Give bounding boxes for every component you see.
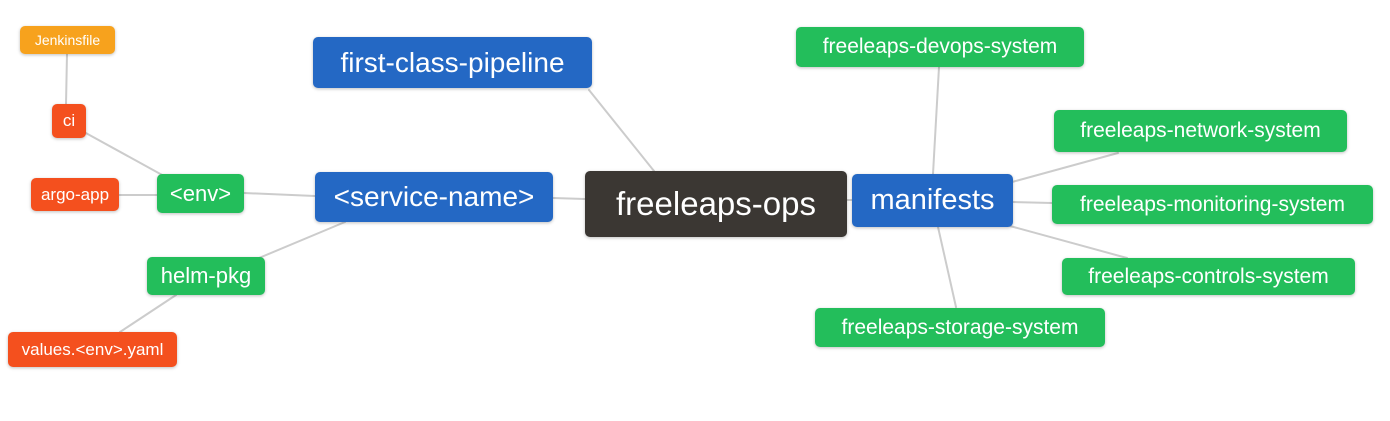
node-label: argo-app [40,184,110,204]
edge-pipeline-ops [588,89,655,172]
node-label: <service-name> [333,181,535,212]
node-env[interactable]: <env> [157,174,244,213]
node-first-class-pipeline[interactable]: first-class-pipeline [313,37,592,88]
edge-ci-env [83,131,165,177]
node-label: freeleaps-ops [616,185,816,222]
node-values-env-yaml[interactable]: values.<env>.yaml [8,332,177,367]
node-freeleaps-network-system[interactable]: freeleaps-network-system [1054,110,1347,152]
edge-helm-pkg-values [119,294,177,333]
node-label: manifests [870,184,995,216]
node-freeleaps-storage-system[interactable]: freeleaps-storage-system [815,308,1105,347]
edge-service-name-helm-pkg [258,221,346,259]
edge-manifests-monitoring [1012,201,1053,204]
edge-manifests-devops [932,66,940,175]
edge-manifests-storage [937,226,957,308]
node-label: freeleaps-devops-system [822,35,1058,58]
node-label: values.<env>.yaml [21,339,164,359]
node-freeleaps-ops[interactable]: freeleaps-ops [585,171,847,237]
node-manifests[interactable]: manifests [852,174,1013,227]
edge-jenkinsfile-ci [65,53,68,105]
node-label: <env> [169,180,232,206]
node-label: freeleaps-controls-system [1088,264,1329,288]
node-label: freeleaps-monitoring-system [1080,192,1345,216]
node-freeleaps-devops-system[interactable]: freeleaps-devops-system [796,27,1084,67]
node-label: Jenkinsfile [34,32,101,48]
node-freeleaps-controls-system[interactable]: freeleaps-controls-system [1062,258,1355,295]
node-argo-app[interactable]: argo-app [31,178,119,211]
edge-service-name-ops [552,197,586,200]
edge-env-service-name [243,192,316,197]
node-ci[interactable]: ci [52,104,86,138]
edge-manifests-network [1011,152,1119,183]
node-label: freeleaps-network-system [1080,119,1321,142]
node-label: freeleaps-storage-system [841,315,1079,339]
node-label: ci [62,111,76,130]
node-service-name[interactable]: <service-name> [315,172,553,222]
node-label: helm-pkg [160,263,252,288]
edge-manifests-controls [1009,225,1128,259]
node-helm-pkg[interactable]: helm-pkg [147,257,265,295]
node-label: first-class-pipeline [340,46,565,78]
node-freeleaps-monitoring-system[interactable]: freeleaps-monitoring-system [1052,185,1373,224]
node-jenkinsfile[interactable]: Jenkinsfile [20,26,115,54]
